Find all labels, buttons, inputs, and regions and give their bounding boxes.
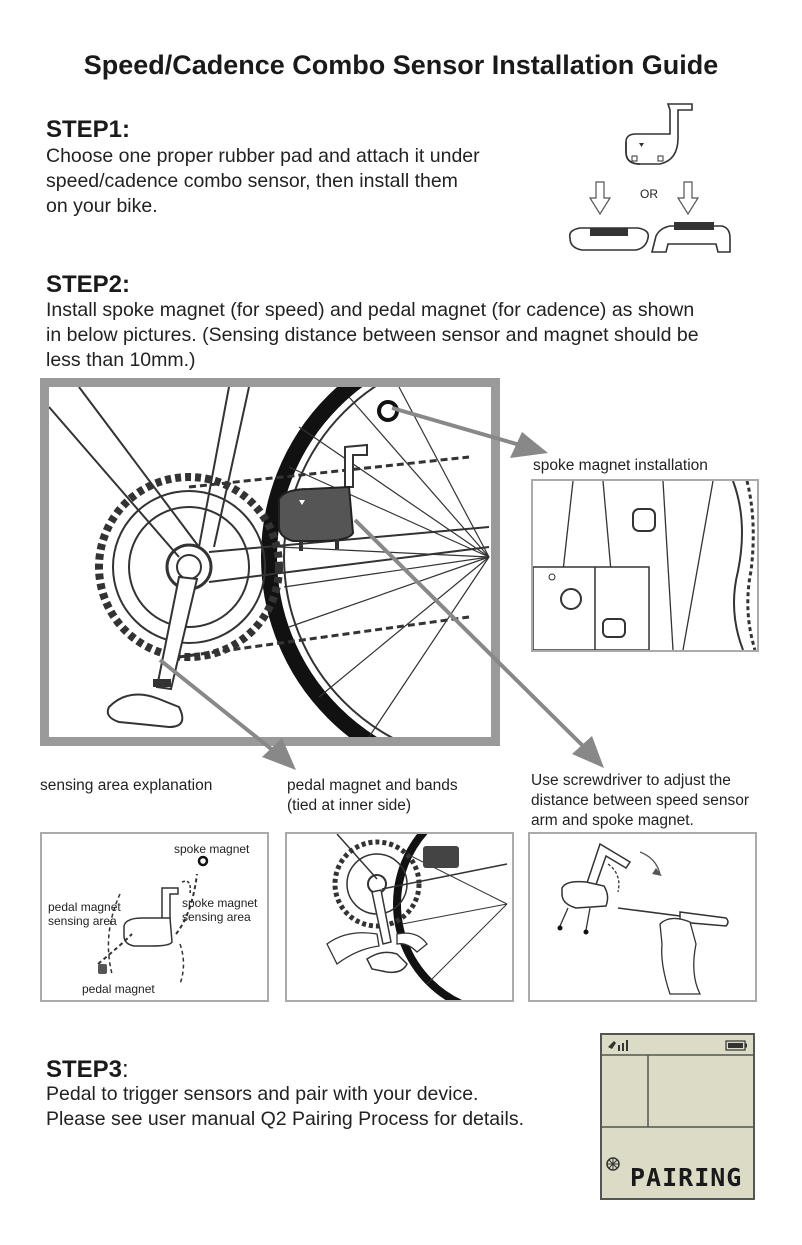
page-title: Speed/Cadence Combo Sensor Installation … — [83, 50, 719, 80]
step3-line: Please see user manual Q2 Pairing Proces… — [46, 1108, 524, 1130]
pedal-magnet-panel — [285, 832, 514, 1002]
step2-line: Install spoke magnet (for speed) and ped… — [46, 299, 695, 321]
rubber-pad-illustration — [560, 98, 740, 260]
step3-heading: STEP3: — [46, 1056, 129, 1083]
pedal-area-label: pedal magnet sensing area — [48, 900, 121, 928]
step1-line: on your bike. — [46, 195, 158, 217]
spoke-install-illustration — [531, 479, 759, 652]
step2-heading: STEP2: — [46, 271, 131, 298]
step2-line: in below pictures. (Sensing distance bet… — [46, 324, 699, 346]
spoke-magnet-label: spoke magnet — [174, 842, 250, 856]
device-screen: PAIRING — [600, 1033, 755, 1200]
spoke-install-label: spoke magnet installation — [533, 457, 708, 474]
step1-text: Choose one proper rubber pad and attach … — [46, 144, 480, 219]
step1-line: Choose one proper rubber pad and attach … — [46, 145, 480, 167]
spoke-area-label: spoke magnet sensing area — [182, 896, 258, 924]
step2-line: less than 10mm.) — [46, 349, 196, 371]
step3-line: Pedal to trigger sensors and pair with y… — [46, 1083, 479, 1105]
sensing-area-panel: spoke magnet spoke magnet sensing area p… — [40, 832, 269, 1002]
pedal-magnet-caption: pedal magnet and bands (tied at inner si… — [287, 777, 458, 814]
screwdriver-caption: Use screwdriver to adjust the distance b… — [531, 772, 750, 829]
screwdriver-panel — [528, 832, 757, 1002]
pedal-magnet-label: pedal magnet — [82, 982, 155, 996]
or-label: OR — [640, 187, 658, 201]
device-pairing-text: PAIRING — [630, 1163, 743, 1192]
sensing-area-caption: sensing area explanation — [40, 777, 213, 794]
step1-heading: STEP1: — [46, 116, 131, 143]
step1-line: speed/cadence combo sensor, then install… — [46, 170, 458, 192]
step2-text: Install spoke magnet (for speed) and ped… — [46, 298, 699, 373]
step3-text: Pedal to trigger sensors and pair with y… — [46, 1082, 524, 1132]
bike-main-illustration — [40, 378, 500, 746]
